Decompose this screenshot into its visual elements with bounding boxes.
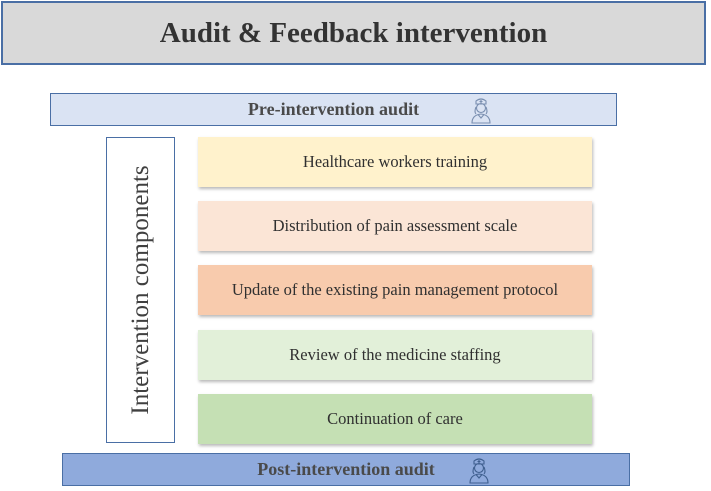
nurse-icon <box>471 98 491 124</box>
component-review-medicine-staffing: Review of the medicine staffing <box>198 330 592 380</box>
component-update-pain-protocol: Update of the existing pain management p… <box>198 265 592 315</box>
nurse-icon <box>469 458 489 484</box>
component-continuation-of-care: Continuation of care <box>198 394 592 444</box>
component-healthcare-workers-training: Healthcare workers training <box>198 137 592 187</box>
diagram-title: Audit & Feedback intervention <box>159 16 548 49</box>
title-box: Audit & Feedback intervention <box>1 1 706 65</box>
component-distribution-pain-scale: Distribution of pain assessment scale <box>198 201 592 251</box>
post-intervention-audit-label: Post-intervention audit <box>257 459 435 479</box>
intervention-components-label: Intervention components <box>126 165 154 415</box>
pre-intervention-audit-box: Pre-intervention audit <box>50 93 617 126</box>
pre-intervention-audit-label: Pre-intervention audit <box>247 99 420 119</box>
intervention-components-box: Intervention components <box>106 137 175 443</box>
post-intervention-audit-box: Post-intervention audit <box>62 453 630 486</box>
